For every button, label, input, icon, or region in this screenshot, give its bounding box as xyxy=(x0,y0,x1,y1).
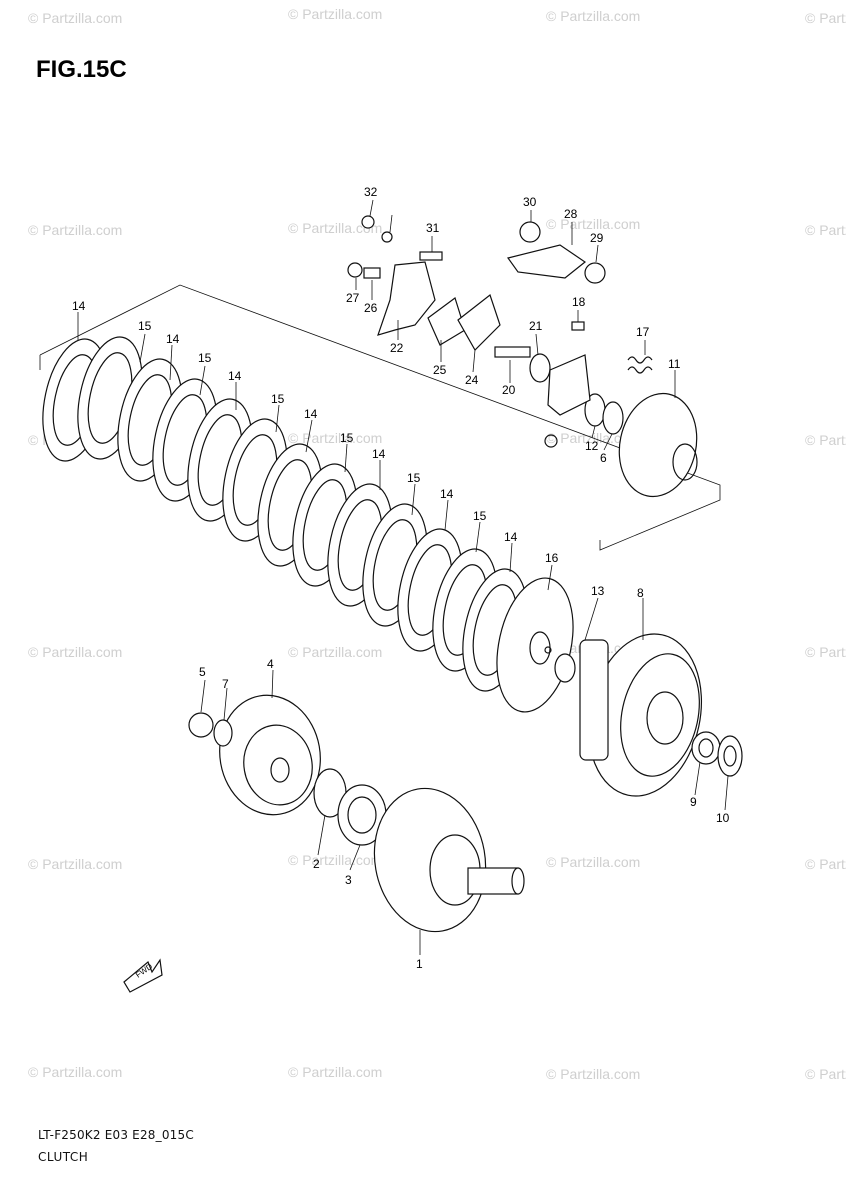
watermark: © Partzilla.com xyxy=(805,432,846,448)
callout-14: 14 xyxy=(304,407,318,421)
release-shaft xyxy=(494,346,531,358)
callout-12: 12 xyxy=(585,439,599,453)
watermark: © Partzilla.com xyxy=(546,8,641,24)
callout-20: 20 xyxy=(502,383,516,397)
callout-28: 29 xyxy=(590,231,604,245)
washer-7 xyxy=(213,719,233,747)
figure-title: FIG.15C xyxy=(36,56,127,83)
release-bearing xyxy=(529,353,551,383)
watermark: © Partzilla.com xyxy=(546,216,641,232)
watermark: © Partzilla.com xyxy=(288,6,383,22)
callout-25: 26 xyxy=(364,301,378,315)
callout-7: 7 xyxy=(222,677,229,691)
bolt-18 xyxy=(571,321,585,331)
release-bracket xyxy=(377,261,436,336)
bolt-30 xyxy=(419,251,443,261)
section-name: CLUTCH xyxy=(38,1150,89,1164)
callout-11: 11 xyxy=(668,357,681,371)
model-code: LT-F250K2 E03 E28_015C xyxy=(38,1128,194,1142)
callout-16: 16 xyxy=(545,551,559,565)
oil-seal xyxy=(584,262,606,284)
callout-27: 28 xyxy=(564,207,578,221)
fwd-arrow-icon: FWD xyxy=(123,958,163,993)
watermark: © Partzilla.com xyxy=(28,856,123,872)
callout-29: 30 xyxy=(523,195,537,209)
washer-6 xyxy=(602,401,624,435)
callout-9: 9 xyxy=(690,795,697,809)
watermark: © Partzilla.com xyxy=(28,1064,123,1080)
clutch-plate-stack xyxy=(42,336,528,692)
spacer xyxy=(691,731,721,765)
callout-14: 14 xyxy=(372,447,386,461)
washer xyxy=(554,653,576,683)
watermark: © Partzilla.com xyxy=(805,856,846,872)
release-arm xyxy=(506,244,587,279)
callout-2: 2 xyxy=(313,857,320,871)
pressure-plate xyxy=(496,577,574,713)
release-holder xyxy=(547,354,591,416)
callout-5: 5 xyxy=(199,665,206,679)
watermark: © Partzilla.com xyxy=(28,644,123,660)
callout-18: 18 xyxy=(572,295,586,309)
callout-13: 13 xyxy=(591,584,605,598)
watermark: © Partzilla.com xyxy=(288,852,383,868)
callout-15: 15 xyxy=(473,509,487,523)
spring xyxy=(627,356,653,374)
callout-14: 14 xyxy=(166,332,180,346)
watermark: © Partzilla.com xyxy=(288,430,383,446)
sleeve-hub xyxy=(618,392,698,498)
callout-26: 27 xyxy=(346,291,360,305)
callout-14: 14 xyxy=(440,487,454,501)
callout-6: 6 xyxy=(600,451,607,465)
release-plate xyxy=(457,294,501,351)
callout-31: 32 xyxy=(364,185,378,199)
callout-14: 14 xyxy=(72,299,86,313)
callout-17: 17 xyxy=(636,325,650,339)
callout-8: 8 xyxy=(637,586,644,600)
callout-1: 1 xyxy=(416,957,423,971)
watermark: © Partzilla.com xyxy=(288,1064,383,1080)
callout-3: 3 xyxy=(345,873,352,887)
screw-25 xyxy=(363,267,381,279)
callout-15: 15 xyxy=(271,392,285,406)
callout-labels: 14 15 14 15 14 15 14 15 14 15 14 15 14 1… xyxy=(72,185,730,971)
clutch-housing xyxy=(579,633,703,797)
callout-21: 21 xyxy=(529,319,543,333)
leader-lines xyxy=(77,199,729,955)
callout-10: 10 xyxy=(716,811,730,825)
group-outline xyxy=(39,284,721,551)
callout-15: 15 xyxy=(198,351,212,365)
callout-23: 24 xyxy=(465,373,479,387)
watermark: © Partzilla.com xyxy=(805,222,846,238)
watermark: © Partzilla.com xyxy=(546,854,641,870)
callout-30: 31 xyxy=(426,221,440,235)
callout-14: 14 xyxy=(504,530,518,544)
thrust-washer xyxy=(717,735,743,777)
callout-15: 15 xyxy=(407,471,421,485)
o-ring xyxy=(544,434,558,448)
circlip xyxy=(519,221,541,243)
washer-32 xyxy=(381,231,393,243)
callout-14: 14 xyxy=(228,369,242,383)
watermark: © Partzilla.com xyxy=(546,1066,641,1082)
watermark: © Partzilla.com xyxy=(805,1066,846,1082)
callout-15: 15 xyxy=(138,319,152,333)
watermark: © Partzilla.com xyxy=(288,644,383,660)
centrifugal-clutch xyxy=(219,694,321,816)
nut-31 xyxy=(361,215,375,229)
callout-15: 15 xyxy=(340,431,354,445)
watermark: © Partzilla.com xyxy=(28,10,123,26)
callout-24: 25 xyxy=(433,363,447,377)
nut-5 xyxy=(188,712,214,738)
callout-22: 22 xyxy=(390,341,404,355)
callout-4: 4 xyxy=(267,657,274,671)
nut-26 xyxy=(347,262,363,278)
watermark: © Partzilla.com xyxy=(28,222,123,238)
watermark: © Partzilla.com xyxy=(805,10,846,26)
clutch-drum xyxy=(373,787,525,933)
watermark: © Partzilla.com xyxy=(288,220,383,236)
watermark: © Partzilla.com xyxy=(805,644,846,660)
